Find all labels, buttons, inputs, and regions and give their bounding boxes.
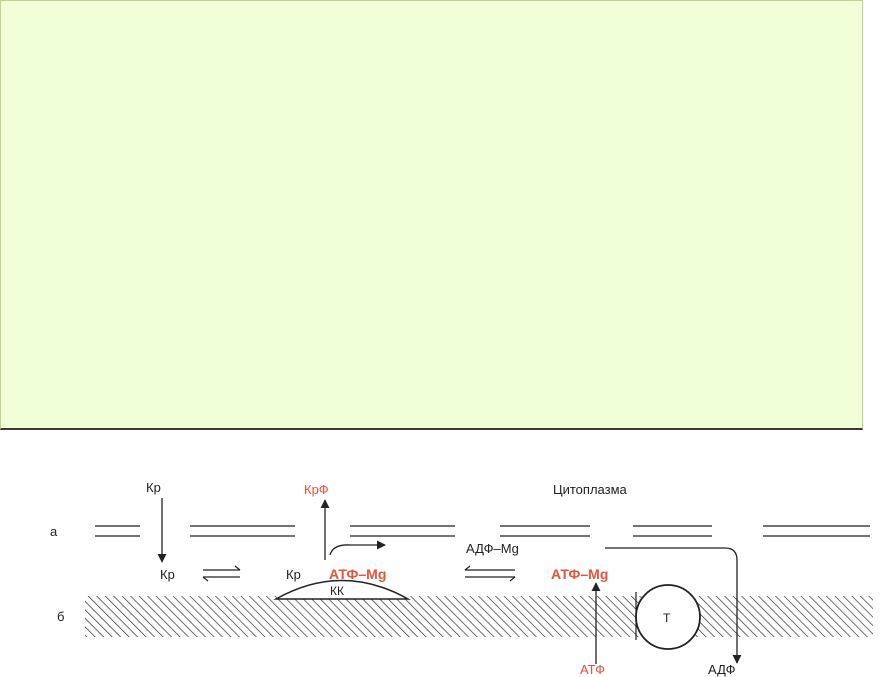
t-label: Т bbox=[663, 611, 671, 625]
creatine-kinase-shuttle-diagram: а б Цитоплазма Кр КрФ Кр Кр АТФ–Mg АТФ–M… bbox=[50, 480, 873, 677]
outer-membrane-lines bbox=[95, 525, 870, 537]
atf-mg-left-label: АТФ–Mg bbox=[329, 566, 386, 582]
inner-membrane bbox=[85, 596, 873, 637]
kr-top-label: Кр bbox=[146, 480, 161, 495]
kk-label: КК bbox=[330, 584, 344, 598]
label-a: а bbox=[50, 524, 58, 539]
atf-bottom-label: АТФ bbox=[580, 662, 605, 677]
kr-bound-label: Кр bbox=[286, 567, 301, 582]
adf-mg-curved-arrow bbox=[329, 540, 386, 556]
equilibrium-arrows-right bbox=[464, 565, 516, 582]
adf-bottom-label: АДФ bbox=[708, 662, 736, 677]
atf-mg-right-label: АТФ–Mg bbox=[551, 566, 608, 582]
label-b: б bbox=[57, 609, 64, 624]
adf-mg-label: АДФ–Mg bbox=[466, 541, 519, 556]
creatine-kinase-shape bbox=[273, 579, 411, 600]
krf-label: КрФ bbox=[304, 482, 329, 497]
green-content-panel bbox=[0, 0, 863, 430]
adf-mg-to-adf-path bbox=[605, 547, 742, 664]
cytoplasm-label: Цитоплазма bbox=[553, 482, 628, 497]
equilibrium-arrows-left bbox=[202, 565, 241, 582]
kr-mid-label: Кр bbox=[160, 567, 175, 582]
